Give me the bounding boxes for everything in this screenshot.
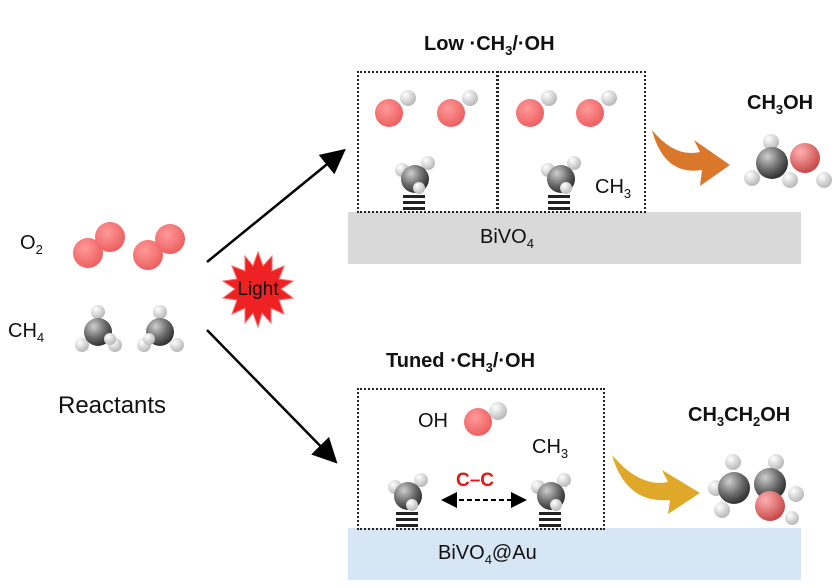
arrow-to-bottom [206, 329, 338, 464]
bottom-oh-label: OH [418, 410, 448, 432]
bottom-ch3-left [388, 473, 428, 527]
top-ratio-title: Low ·CH3/·OH [424, 33, 555, 58]
ch4-molecule-1 [75, 305, 122, 352]
bottom-product-arrow [612, 455, 700, 514]
cc-bond-label: C–C [456, 470, 495, 491]
ethanol-label: CH3CH2OH [688, 404, 791, 429]
light-label: Light [237, 279, 279, 300]
reactants-title: Reactants [58, 392, 167, 419]
bottom-ch3-right [531, 473, 571, 527]
top-product-arrow [652, 130, 730, 186]
bivo4-au-surface [348, 528, 801, 580]
top-ch3-right [541, 156, 581, 210]
o2-molecule-2 [133, 224, 185, 270]
ethanol-molecule [708, 454, 804, 525]
bottom-oh-radical [464, 402, 507, 436]
methanol-molecule [744, 134, 832, 188]
top-oh-radicals [375, 90, 617, 127]
bottom-ratio-title: Tuned ·CH3/·OH [386, 350, 536, 375]
bottom-dotted-box [357, 388, 605, 530]
top-ch3-label: CH3 [595, 176, 632, 201]
o2-molecule-1 [73, 222, 125, 268]
methanol-label: CH3OH [747, 92, 814, 117]
bivo4-label: BiVO4 [480, 226, 534, 251]
o2-label: O2 [20, 232, 43, 257]
top-dotted-box-left [357, 71, 498, 213]
ch4-label: CH4 [8, 320, 45, 345]
ch4-molecule-2 [137, 305, 184, 352]
bivo4-surface [348, 212, 801, 264]
arrow-to-top [206, 148, 346, 263]
top-ch3-left [395, 156, 435, 210]
light-starburst [221, 250, 295, 329]
bottom-ch3-label: CH3 [532, 436, 569, 461]
top-dotted-box-right [497, 71, 646, 213]
bivo4-au-label: BiVO4@Au [438, 542, 537, 567]
